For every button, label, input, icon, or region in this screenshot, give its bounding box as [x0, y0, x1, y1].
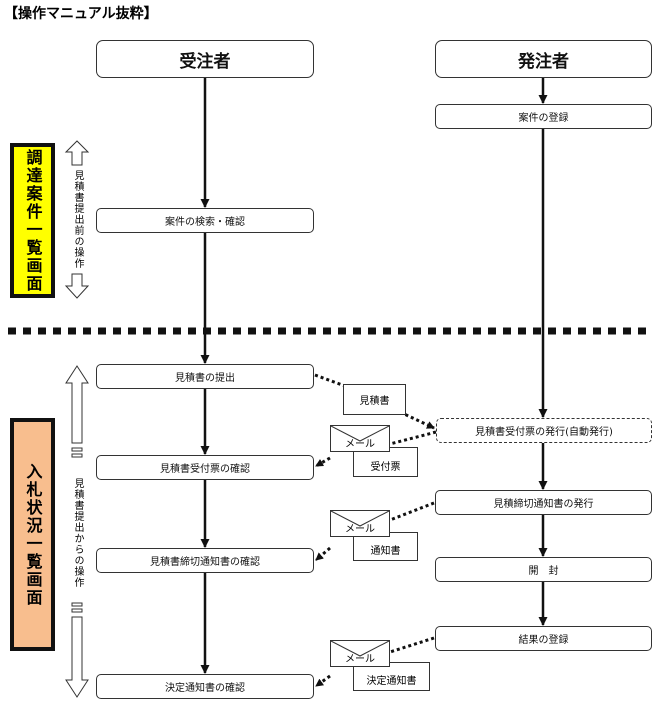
bidding-screen-label: 入札状況一覧画面 — [10, 418, 55, 651]
step-submit-estimate: 見積書の提出 — [96, 364, 314, 389]
phase-before-label: 見積書提出前の操作 — [72, 170, 83, 269]
dotted-arrow — [315, 456, 331, 468]
up-arrow-icon — [64, 140, 90, 166]
mail-envelope-icon: メール — [330, 640, 390, 667]
step-confirm-receipt: 見積書受付票の確認 — [96, 455, 314, 480]
step-confirm-decision: 決定通知書の確認 — [96, 674, 314, 699]
procurement-screen-label: 調達案件一覧画面 — [10, 143, 55, 298]
dotted-arrow — [389, 430, 437, 446]
document-estimate: 見積書 — [343, 384, 406, 415]
mail-label: メール — [345, 439, 375, 450]
contractor-header: 受注者 — [96, 40, 314, 78]
mail-label: メール — [345, 654, 375, 665]
dotted-arrow — [315, 546, 331, 562]
dotted-arrow — [314, 373, 346, 388]
step-search-confirm: 案件の検索・確認 — [96, 208, 314, 233]
diagram-title: 【操作マニュアル抜粋】 — [4, 6, 158, 22]
mail-envelope-icon: メール — [330, 425, 390, 452]
up-arrow-icon — [65, 365, 89, 444]
dotted-arrow — [389, 501, 435, 522]
mail-label: メール — [345, 524, 375, 535]
dotted-arrow — [389, 636, 435, 654]
dotted-arrow — [315, 674, 331, 688]
step-register-case: 案件の登録 — [435, 104, 652, 129]
step-issue-receipt: 見積書受付票の発行(自動発行) — [436, 418, 652, 443]
down-arrow-icon — [65, 616, 89, 698]
step-issue-deadline-notice: 見積締切通知書の発行 — [435, 490, 652, 515]
step-open: 開 封 — [435, 557, 652, 582]
step-register-result: 結果の登録 — [435, 626, 652, 651]
step-confirm-deadline-notice: 見積書締切通知書の確認 — [96, 548, 314, 573]
down-arrow-icon — [64, 273, 90, 299]
mail-envelope-icon: メール — [330, 510, 390, 537]
phase-after-label: 見積書提出からの操作 — [72, 478, 83, 588]
orderer-header: 発注者 — [435, 40, 652, 78]
